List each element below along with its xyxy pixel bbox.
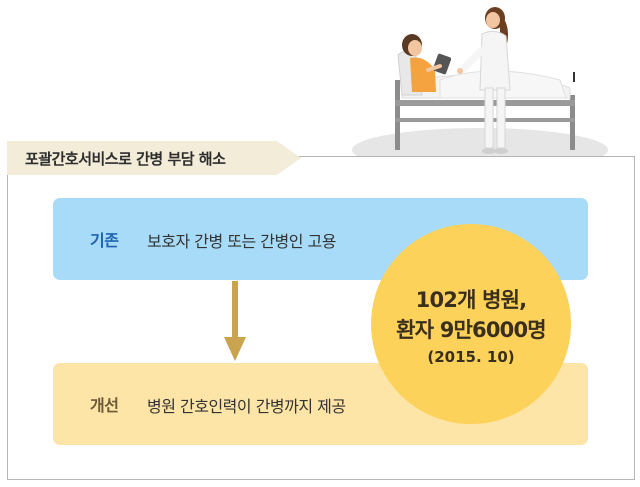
section-title: 포괄간호서비스로 간병 부담 해소 bbox=[25, 150, 226, 168]
stats-hospitals: 102개 병원, bbox=[415, 288, 527, 312]
section-header-tab: 포괄간호서비스로 간병 부담 해소 bbox=[7, 141, 301, 175]
current-text: 보호자 간병 또는 간병인 고용 bbox=[147, 232, 336, 251]
stats-date: (2015. 10) bbox=[427, 348, 515, 366]
patient-icon bbox=[402, 34, 452, 92]
arrow-down-icon bbox=[224, 281, 246, 361]
tab-shape bbox=[7, 141, 301, 175]
stats-circle: 102개 병원, 환자 9만6000명 (2015. 10) bbox=[371, 224, 571, 424]
improved-text: 병원 간호인력이 간병까지 제공 bbox=[147, 397, 346, 416]
nurse-icon bbox=[457, 7, 511, 154]
stats-patients: 환자 9만6000명 bbox=[396, 318, 546, 342]
current-tag: 기존 bbox=[90, 231, 119, 250]
hospital-illustration bbox=[352, 7, 608, 172]
improved-tag: 개선 bbox=[90, 396, 119, 415]
